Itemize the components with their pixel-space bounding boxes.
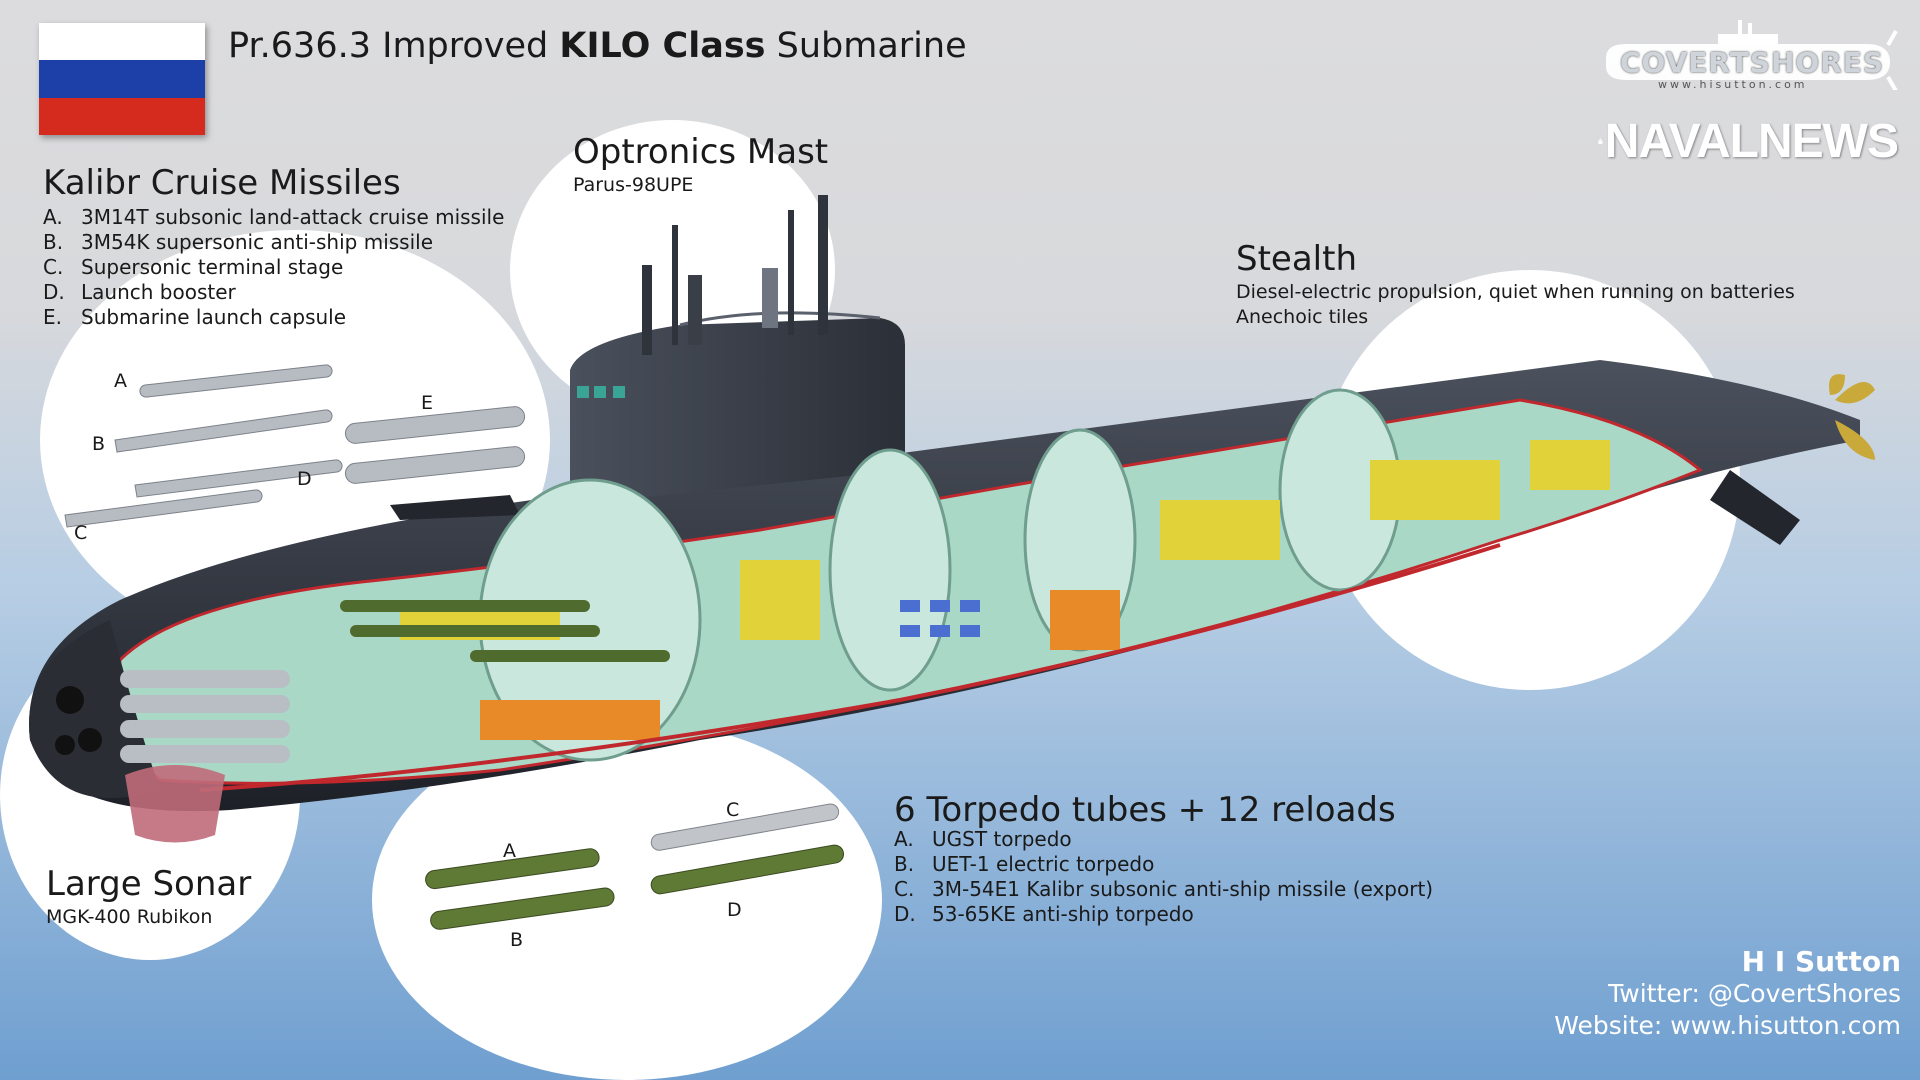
kalibr-label-a: A [114, 370, 127, 392]
torpedo-d [650, 844, 845, 895]
title-post: Submarine [765, 26, 967, 66]
torpedo-label-a: A [503, 840, 516, 862]
torpedoes-figure [425, 803, 845, 930]
credits-twitter: Twitter: @CovertShores [1608, 979, 1901, 1008]
torpedo-b [430, 887, 615, 930]
kalibr-item-a: A.3M14T subsonic land-attack cruise miss… [43, 205, 505, 229]
credits: H I Sutton Twitter: @CovertShores Websit… [1554, 946, 1901, 1042]
kalibr-item-c: C.Supersonic terminal stage [43, 255, 344, 279]
torpedo-a [425, 848, 600, 890]
title-pre: Pr.636.3 Improved [228, 26, 560, 66]
kalibr-item-b: B.3M54K supersonic anti-ship missile [43, 230, 434, 254]
kalibr-heading: Kalibr Cruise Missiles [43, 163, 401, 203]
covertshores-url: www.hisutton.com [1658, 78, 1808, 91]
kalibr-label-b: B [92, 433, 106, 455]
covertshores-submarine-icon [1606, 20, 1898, 90]
stealth-line-1: Diesel-electric propulsion, quiet when r… [1236, 281, 1795, 303]
sail [570, 318, 905, 505]
covertshores-logo [1598, 20, 1898, 90]
torpedo-label-d: D [727, 899, 742, 921]
capsule-e-1 [344, 406, 526, 444]
torpedo-label-b: B [510, 929, 524, 951]
torpedo-heading: 6 Torpedo tubes + 12 reloads [894, 790, 1396, 830]
sonar-heading: Large Sonar [46, 864, 252, 904]
title-bold: KILO Class [559, 26, 766, 66]
kalibr-item-e: E.Submarine launch capsule [43, 305, 347, 329]
torpedo-item-a: A.UGST torpedo [894, 827, 1072, 851]
torpedo-c [650, 803, 840, 851]
kalibr-missiles-figure [64, 364, 526, 528]
stealth-line-2: Anechoic tiles [1236, 306, 1369, 328]
missile-d [134, 459, 343, 498]
missile-a [139, 364, 333, 398]
torpedo-list: A.UGST torpedo B.UET-1 electric torpedo … [894, 827, 1433, 927]
page-title: Pr.636.3 Improved KILO Class Submarine [228, 26, 967, 66]
flag-stripe-red [39, 97, 205, 135]
navalnews-wordmark: NAVALNEWS [1604, 114, 1899, 168]
flag-stripe-blue [39, 60, 205, 98]
kalibr-item-d: D.Launch booster [43, 280, 236, 304]
credits-author: H I Sutton [1741, 945, 1901, 978]
flag-stripe-white [39, 23, 205, 61]
credits-website: Website: www.hisutton.com [1554, 1011, 1901, 1040]
ship-icon [1598, 137, 1603, 144]
torpedo-item-b: B.UET-1 electric torpedo [894, 852, 1155, 876]
capsule-e-2 [344, 446, 526, 484]
kalibr-label-c: C [74, 522, 88, 544]
torpedo-item-c: C.3M-54E1 Kalibr subsonic anti-ship miss… [894, 877, 1434, 901]
stealth-heading: Stealth [1236, 239, 1357, 279]
navalnews-logo: NAVALNEWS [1598, 112, 1899, 170]
kalibr-label-d: D [297, 468, 312, 490]
covertshores-wordmark: COVERTSHORES [1620, 46, 1885, 79]
optronics-sub: Parus-98UPE [573, 174, 694, 196]
sonar-sub: MGK-400 Rubikon [46, 906, 213, 928]
kalibr-list: A.3M14T subsonic land-attack cruise miss… [43, 205, 504, 330]
kalibr-label-e: E [421, 392, 434, 414]
torpedo-item-d: D.53-65KE anti-ship torpedo [894, 902, 1194, 926]
missile-b [114, 409, 333, 453]
russian-flag [39, 23, 205, 135]
logos: COVERTSHORES www.hisutton.com NAVALNEWS [1598, 20, 1899, 170]
optronics-heading: Optronics Mast [573, 132, 829, 172]
torpedo-label-c: C [726, 799, 740, 821]
missile-c [64, 489, 263, 528]
